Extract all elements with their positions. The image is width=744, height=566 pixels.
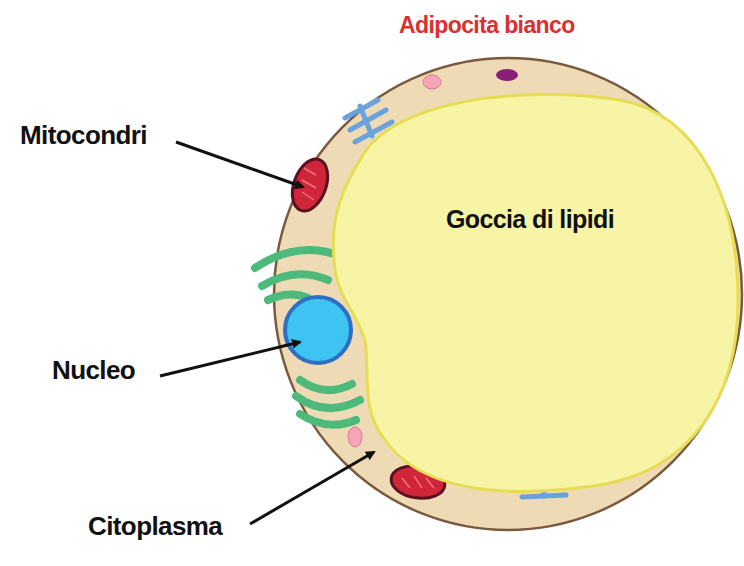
- part-label: Citoplasma: [88, 511, 222, 542]
- vesicle: [348, 427, 362, 447]
- cell-membrane: [274, 58, 742, 530]
- part-label: Mitocondri: [20, 120, 147, 151]
- leader-line: [160, 342, 300, 376]
- nucleus: [285, 297, 351, 363]
- part-label: Nucleo: [52, 355, 135, 386]
- granule: [496, 69, 518, 81]
- droplet-label: Goccia di lipidi: [320, 205, 740, 234]
- leader-line: [250, 452, 374, 524]
- mitochondrion: [286, 154, 335, 216]
- vesicle: [423, 75, 441, 89]
- diagram-title: Adipocita bianco: [399, 12, 575, 39]
- leader-line: [176, 142, 303, 187]
- lipid-droplet: Goccia di lipidi: [320, 85, 740, 495]
- droplet-outline: [320, 85, 740, 495]
